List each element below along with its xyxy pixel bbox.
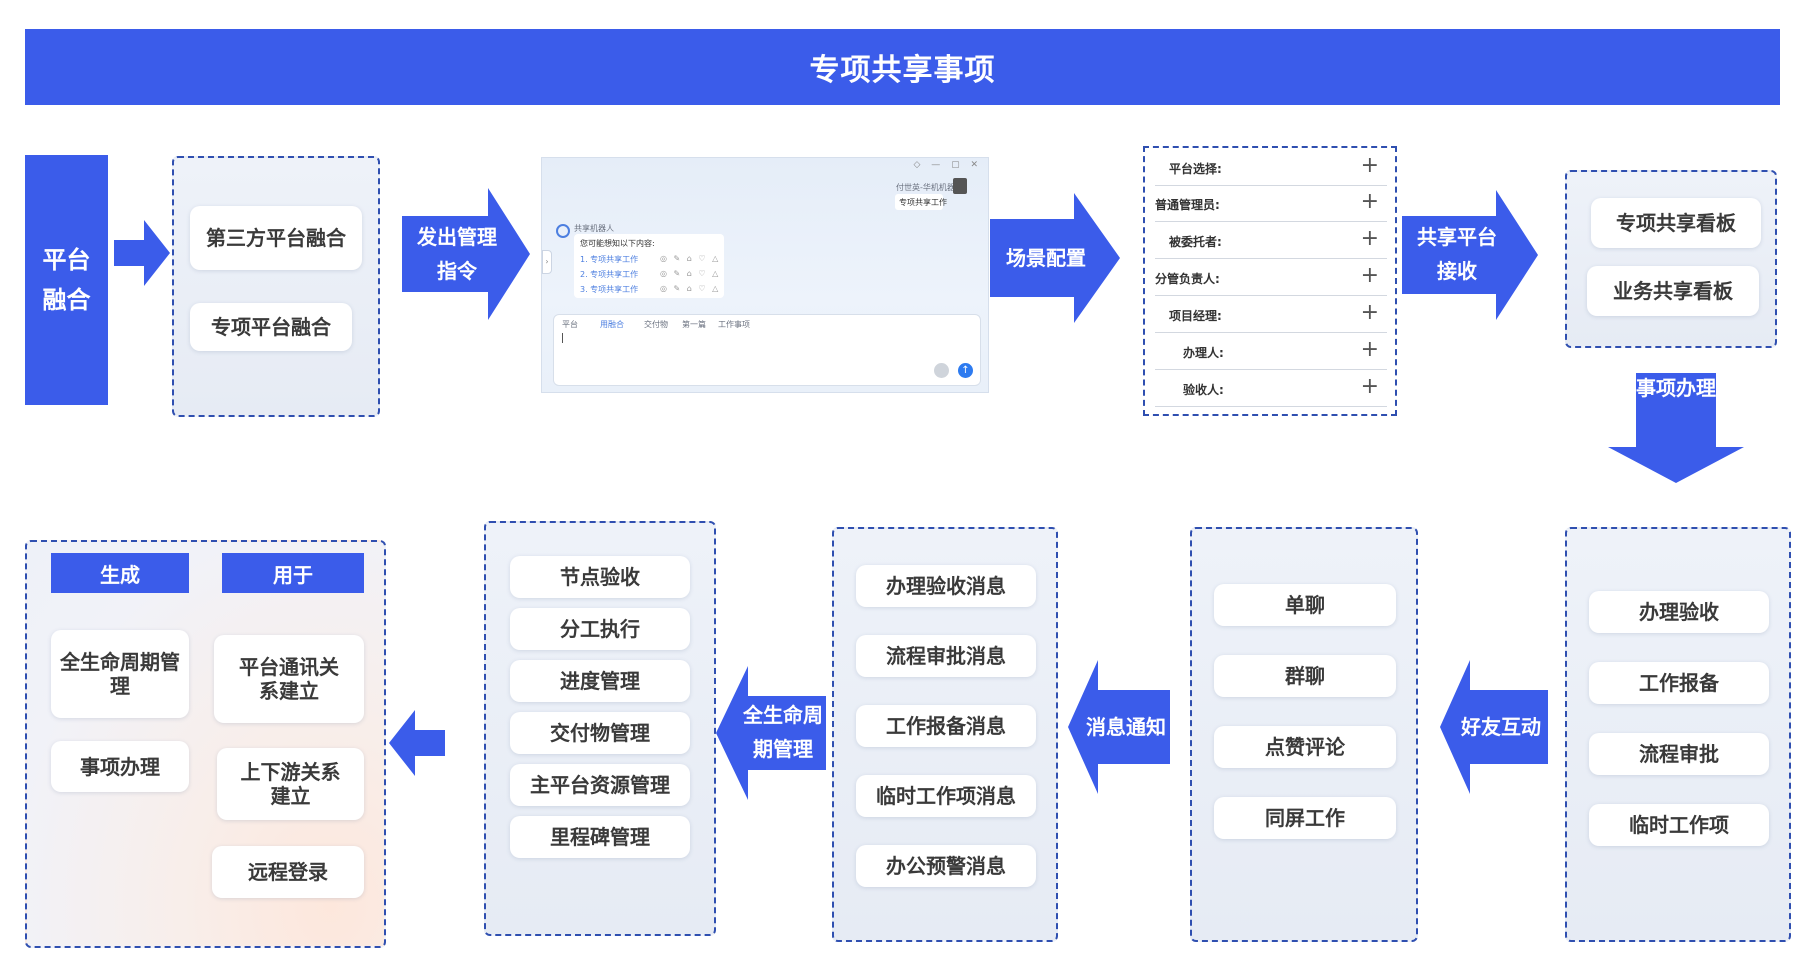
- platform-fusion-block: 平台融合: [25, 155, 108, 405]
- suggestion-link[interactable]: 3. 专项共享工作: [580, 285, 639, 294]
- user-message: 专项共享工作: [899, 198, 947, 207]
- message-item: 工作报备消息: [856, 705, 1036, 747]
- plus-icon[interactable]: +: [1360, 374, 1379, 399]
- send-icon[interactable]: ↑: [958, 363, 973, 378]
- fusion-item-special: 专项平台融合: [190, 303, 352, 351]
- bot-avatar-icon: [556, 224, 570, 238]
- board-business: 业务共享看板: [1587, 266, 1759, 316]
- plus-icon[interactable]: +: [1360, 337, 1379, 362]
- plus-icon[interactable]: +: [1360, 263, 1379, 288]
- gen-item: 事项办理: [51, 741, 189, 792]
- window-controls: ◇ — ▢ ✕: [913, 160, 982, 170]
- tool-platform[interactable]: 平台: [562, 320, 578, 329]
- bot-bubble: 您可能想知以下内容: 1. 专项共享工作 2. 专项共享工作 3. 专项共享工作…: [574, 234, 724, 298]
- chat-header-user: 付世英-华机机器人: [896, 183, 963, 192]
- field-label: 验收人:: [1183, 383, 1224, 397]
- field-label: 被委托者:: [1169, 235, 1222, 249]
- handle-item: 临时工作项: [1589, 804, 1769, 846]
- lifecycle-item: 分工执行: [510, 608, 690, 650]
- plus-icon[interactable]: +: [1360, 153, 1379, 178]
- plus-icon[interactable]: +: [1360, 226, 1379, 251]
- arrow-friend-interaction: 好友互动: [1440, 660, 1548, 794]
- arrow-left-small: [389, 710, 445, 776]
- use-item: 远程登录: [212, 846, 364, 898]
- arrow-issue-command: 发出管理指令: [402, 188, 530, 320]
- gen-header: 生成: [51, 553, 189, 593]
- arrow-scene-config: 场景配置: [990, 193, 1120, 323]
- field-label: 分管负责人:: [1155, 272, 1220, 286]
- bot-name: 共享机器人: [574, 224, 614, 233]
- tool-fusion[interactable]: 用融合: [600, 320, 624, 329]
- plus-icon[interactable]: +: [1360, 300, 1379, 325]
- friend-item: 点赞评论: [1214, 726, 1396, 768]
- avatar: [953, 178, 967, 194]
- message-box: 办理验收消息 流程审批消息 工作报备消息 临时工作项消息 办公预警消息: [832, 527, 1058, 942]
- field-label: 项目经理:: [1169, 309, 1222, 323]
- text-cursor: [562, 333, 563, 343]
- friend-item: 群聊: [1214, 655, 1396, 697]
- tool-first[interactable]: 第一篇: [682, 320, 706, 329]
- handle-item: 流程审批: [1589, 733, 1769, 775]
- handle-item: 办理验收: [1589, 591, 1769, 633]
- config-form: 平台选择: + 普通管理员: + 被委托者: + 分管负责人: + 项目经理: + 办理人…: [1143, 146, 1397, 416]
- field-label: 办理人:: [1183, 346, 1224, 360]
- arrow-share-receive: 共享平台接收: [1402, 190, 1538, 320]
- lifecycle-item: 主平台资源管理: [510, 764, 690, 806]
- lifecycle-item: 里程碑管理: [510, 816, 690, 858]
- voice-icon[interactable]: [934, 363, 949, 378]
- collapse-handle[interactable]: ›: [542, 250, 552, 274]
- arrow-lifecycle: 全生命周期管理: [716, 666, 826, 800]
- tool-work-items[interactable]: 工作事项: [718, 320, 750, 329]
- handle-box: 办理验收 工作报备 流程审批 临时工作项: [1565, 527, 1791, 942]
- use-header: 用于: [222, 553, 364, 593]
- arrow-right-small: [114, 220, 170, 286]
- field-label: 平台选择:: [1169, 162, 1222, 176]
- lifecycle-item: 进度管理: [510, 660, 690, 702]
- arrow-message-notify: 消息通知: [1068, 660, 1170, 794]
- message-item: 临时工作项消息: [856, 775, 1036, 817]
- fusion-item-third-party: 第三方平台融合: [190, 206, 362, 270]
- tool-deliverable[interactable]: 交付物: [644, 320, 668, 329]
- message-item: 办公预警消息: [856, 845, 1036, 887]
- friend-item: 同屏工作: [1214, 797, 1396, 839]
- arrow-handle-down: 事项办理: [1608, 373, 1744, 483]
- gen-item: 全生命周期管理: [51, 630, 189, 718]
- handle-item: 工作报备: [1589, 662, 1769, 704]
- use-item: 平台通讯关系建立: [214, 635, 364, 723]
- friend-box: 单聊 群聊 点赞评论 同屏工作: [1190, 527, 1418, 942]
- fusion-box: 第三方平台融合 专项平台融合: [172, 156, 380, 417]
- field-label: 普通管理员:: [1155, 198, 1220, 212]
- message-item: 办理验收消息: [856, 565, 1036, 607]
- board-special: 专项共享看板: [1591, 198, 1761, 248]
- chat-window-screenshot: ◇ — ▢ ✕ 付世英-华机机器人 专项共享工作 共享机器人 您可能想知以下内容…: [541, 157, 989, 393]
- title-banner: 专项共享事项: [25, 29, 1780, 105]
- lifecycle-box: 节点验收 分工执行 进度管理 交付物管理 主平台资源管理 里程碑管理: [484, 521, 716, 936]
- boards-box: 专项共享看板 业务共享看板: [1565, 170, 1777, 348]
- chat-input-area[interactable]: 平台 用融合 交付物 第一篇 工作事项 ↑: [553, 314, 981, 386]
- lifecycle-item: 节点验收: [510, 556, 690, 598]
- lifecycle-item: 交付物管理: [510, 712, 690, 754]
- friend-item: 单聊: [1214, 584, 1396, 626]
- use-item: 上下游关系建立: [217, 748, 364, 820]
- plus-icon[interactable]: +: [1360, 189, 1379, 214]
- message-item: 流程审批消息: [856, 635, 1036, 677]
- suggestion-link[interactable]: 2. 专项共享工作: [580, 270, 639, 279]
- suggestion-link[interactable]: 1. 专项共享工作: [580, 255, 639, 264]
